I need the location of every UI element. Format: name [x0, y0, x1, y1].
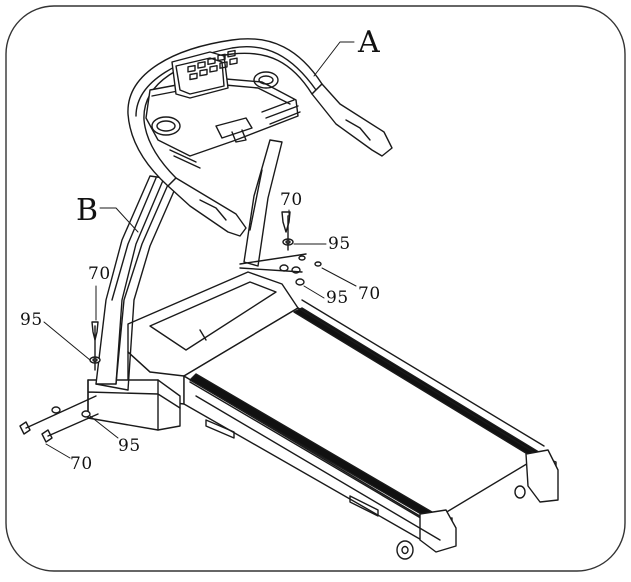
frame-border — [5, 5, 626, 572]
console — [127, 38, 393, 237]
part-callout-95-upper: 95 — [328, 234, 351, 254]
assembly-label-b: B — [76, 193, 99, 228]
part-callout-70-upper: 70 — [280, 190, 303, 210]
leader-lines — [43, 41, 357, 459]
hardware-upper-right — [239, 211, 322, 286]
left-handlebar — [167, 177, 247, 237]
part-callout-70-left-upper: 70 — [88, 264, 111, 284]
part-callout-95-lower: 95 — [118, 436, 141, 456]
upright-a — [243, 139, 283, 267]
cup-holder-right — [253, 71, 279, 89]
treadmill-deck — [87, 271, 559, 560]
part-callout-70-mid-right: 70 — [358, 284, 381, 304]
part-callout-95-mid-right: 95 — [326, 288, 349, 308]
assembly-label-a: A — [358, 25, 380, 60]
part-callout-95-left: 95 — [20, 310, 43, 330]
rear-wheel — [396, 540, 414, 560]
console-keypad — [187, 49, 238, 81]
hardware-left — [19, 321, 101, 443]
part-callout-70-lower: 70 — [70, 454, 93, 474]
right-handlebar — [311, 83, 393, 157]
cup-holder-left — [151, 116, 181, 136]
